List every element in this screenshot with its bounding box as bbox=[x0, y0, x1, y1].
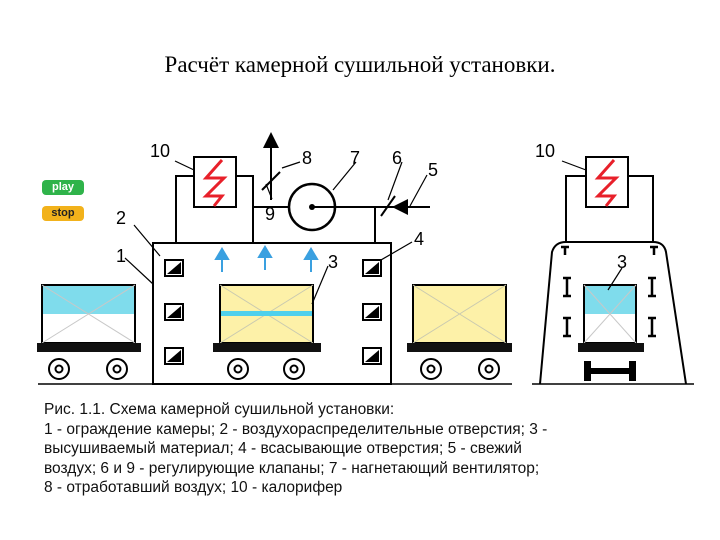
slide-title: Расчёт камерной сушильной установки. bbox=[164, 52, 556, 77]
number-labels: 10 8 9 7 6 5 2 1 4 3 bbox=[116, 141, 438, 272]
air-distribution-openings bbox=[164, 259, 184, 365]
airflow-arrows bbox=[214, 245, 319, 272]
label-10: 10 bbox=[150, 141, 170, 161]
suction-openings bbox=[362, 259, 382, 365]
label-1: 1 bbox=[116, 246, 126, 266]
leader-lines bbox=[124, 160, 428, 305]
drying-unit-diagram: 10 8 9 7 6 5 2 1 4 3 bbox=[37, 132, 694, 385]
figure-caption: Рис. 1.1. Схема камерной сушильной устан… bbox=[44, 400, 694, 498]
material-cart-center bbox=[213, 284, 321, 380]
side-view bbox=[532, 156, 694, 385]
fan bbox=[287, 182, 350, 232]
label-5: 5 bbox=[428, 160, 438, 180]
valve-9 bbox=[261, 171, 281, 191]
label-4: 4 bbox=[414, 229, 424, 249]
material-cart-left bbox=[37, 284, 141, 380]
side-leader-lines bbox=[561, 160, 623, 291]
stop-button[interactable]: stop bbox=[42, 206, 84, 221]
label-9: 9 bbox=[265, 204, 275, 224]
side-label-10: 10 bbox=[535, 141, 555, 161]
label-2: 2 bbox=[116, 208, 126, 228]
label-3: 3 bbox=[328, 252, 338, 272]
caption-line: 8 - отработавший воздух; 10 - калорифер bbox=[44, 479, 343, 497]
label-6: 6 bbox=[392, 148, 402, 168]
caption-line: Рис. 1.1. Схема камерной сушильной устан… bbox=[44, 401, 395, 418]
label-7: 7 bbox=[350, 148, 360, 168]
valve-6 bbox=[380, 195, 396, 217]
side-label-3: 3 bbox=[617, 252, 627, 272]
material-cart-right bbox=[407, 284, 512, 380]
caption-line: воздух; 6 и 9 - регулирующие клапаны; 7 … bbox=[44, 459, 540, 477]
caption-line: высушиваемый материал; 4 - всасывающие о… bbox=[44, 440, 522, 458]
side-labels: 10 3 bbox=[535, 141, 627, 272]
play-button[interactable]: play bbox=[42, 180, 84, 195]
label-8: 8 bbox=[302, 148, 312, 168]
caption-line: 1 - ограждение камеры; 2 - воздухораспре… bbox=[44, 420, 548, 438]
heater-main bbox=[193, 156, 237, 208]
